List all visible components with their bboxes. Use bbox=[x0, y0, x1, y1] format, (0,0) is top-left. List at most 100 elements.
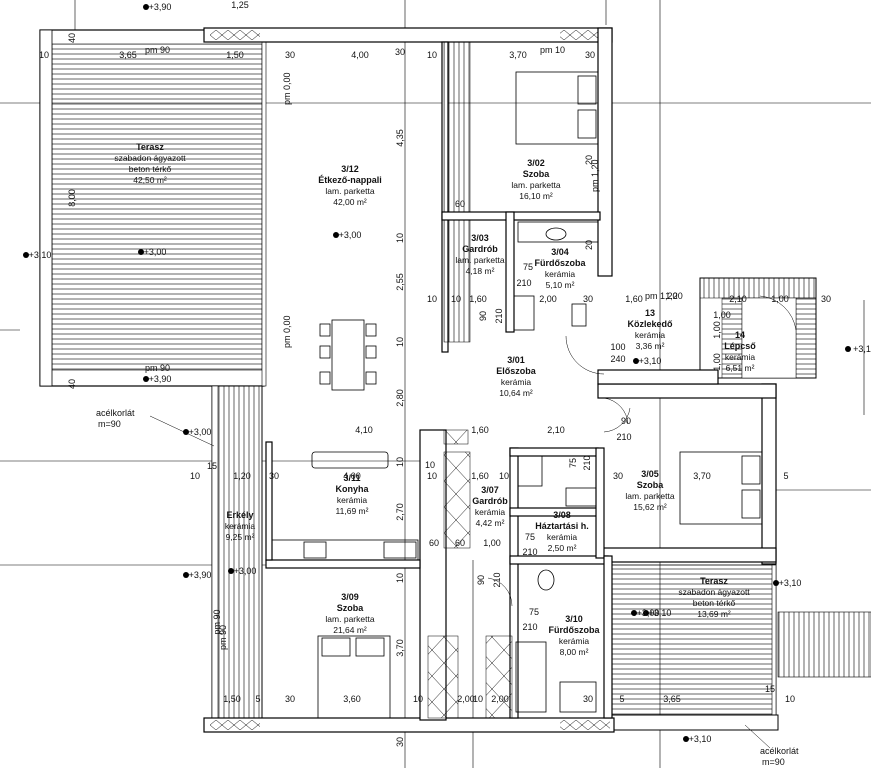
dimension-row_gardrob: 1,60 bbox=[469, 294, 487, 304]
room-szoba-302-line: lam. parketta bbox=[511, 180, 560, 190]
room-terasz-left-number: Terasz bbox=[136, 142, 164, 152]
level-marker-dot bbox=[143, 376, 149, 382]
dimension-doors: 75 bbox=[525, 532, 535, 542]
level-marker-dot bbox=[138, 249, 144, 255]
dimension-top: 30 bbox=[395, 47, 405, 57]
dimension-doors: 210 bbox=[582, 455, 592, 470]
dimension-row_kitchen: 3,70 bbox=[693, 471, 711, 481]
dimension-top: 3,70 bbox=[509, 50, 527, 60]
dimension-doors: 100 bbox=[610, 342, 625, 352]
room-erkely-line: kerámia bbox=[225, 521, 256, 531]
dimension-top: 4,00 bbox=[351, 50, 369, 60]
dimension-row_kitchen: 10 bbox=[499, 471, 509, 481]
level-marker-dot bbox=[633, 358, 639, 364]
level-marker-label: +3,00 bbox=[234, 566, 257, 576]
dimension-mid_vertical: 10 bbox=[395, 573, 405, 583]
dimension-row_gardrob: 2,10 bbox=[729, 294, 747, 304]
room-eloszoba-line: kerámia bbox=[501, 377, 532, 387]
room-szoba-309-line: 21,64 m² bbox=[333, 625, 367, 635]
railing-notes: acélkorlát m=90 acélkorlát m=90 bbox=[96, 408, 799, 767]
dimension-mid_vertical: 10 bbox=[395, 233, 405, 243]
dimension-mid_vertical: 3,70 bbox=[395, 639, 405, 657]
room-kozlekedo-line: Közlekedő bbox=[627, 319, 673, 329]
room-gardrob-303-line: 4,18 m² bbox=[466, 266, 495, 276]
left-terrace bbox=[39, 29, 267, 387]
room-gardrob-307-number: 3/07 bbox=[481, 485, 499, 495]
room-kozlekedo-number: 13 bbox=[645, 308, 655, 318]
parapet-5: pm 0,00 bbox=[282, 315, 292, 348]
dimension-row_bottom: 10 bbox=[785, 694, 795, 704]
dimension-mid_vertical: 2,55 bbox=[395, 273, 405, 291]
room-furdo-310-line: Fürdőszoba bbox=[549, 625, 601, 635]
room-lepcso-line: Lépcső bbox=[724, 341, 756, 351]
parapet-4: pm 0,00 bbox=[282, 72, 292, 105]
room-eloszoba-line: Előszoba bbox=[496, 366, 537, 376]
dimension-left: 8,00 bbox=[67, 189, 77, 207]
dimension-doors: 60 bbox=[455, 538, 465, 548]
dimension-row_bottom: 5 bbox=[619, 694, 624, 704]
level-marker-label: +3,1 bbox=[853, 344, 871, 354]
dimension-doors: 210 bbox=[522, 622, 537, 632]
level-marker-dot bbox=[183, 572, 189, 578]
railing-label-right: acélkorlát bbox=[760, 746, 799, 756]
room-furdo-304-line: Fürdőszoba bbox=[535, 258, 587, 268]
dimension-row_hall: 4,10 bbox=[355, 425, 373, 435]
dimension-top: 30 bbox=[285, 50, 295, 60]
dimension-row_hall: 2,10 bbox=[547, 425, 565, 435]
room-gardrob-303-line: Gardrób bbox=[462, 244, 498, 254]
room-terasz-right-number: Terasz bbox=[700, 576, 728, 586]
dimension-row_bottom: 5 bbox=[255, 694, 260, 704]
furniture bbox=[271, 71, 763, 719]
staircase bbox=[699, 277, 817, 379]
right-terrace bbox=[611, 564, 871, 731]
dimension-doors: 90 bbox=[476, 575, 486, 585]
dimension-doors: 75 bbox=[529, 607, 539, 617]
dimension-row_kitchen: 10 bbox=[190, 471, 200, 481]
room-erkely-number: Erkély bbox=[226, 510, 253, 520]
room-furdo-310-number: 3/10 bbox=[565, 614, 583, 624]
level-marker-label: +3,00 bbox=[144, 247, 167, 257]
dimension-misc: 1,00 bbox=[712, 321, 722, 339]
room-szoba-309-line: Szoba bbox=[337, 603, 364, 613]
parapet-6: pm 1,20 bbox=[645, 291, 678, 301]
room-haztartasi-number: 3/08 bbox=[553, 510, 571, 520]
level-marker-label: +3,90 bbox=[149, 2, 172, 12]
level-marker-dot bbox=[228, 568, 234, 574]
dimension-row_gardrob: 30 bbox=[583, 294, 593, 304]
dimension-top: 3,65 bbox=[119, 50, 137, 60]
dimension-top: 10 bbox=[427, 50, 437, 60]
dimension-top: 1,50 bbox=[226, 50, 244, 60]
dimension-row_kitchen: 30 bbox=[269, 471, 279, 481]
level-marker-dot bbox=[845, 346, 851, 352]
room-szoba-305-line: 15,62 m² bbox=[633, 502, 667, 512]
level-marker-label: +3,00 bbox=[637, 608, 660, 618]
dimension-left: 40 bbox=[67, 379, 77, 389]
dimension-row_gardrob: 2,00 bbox=[539, 294, 557, 304]
level-marker-label: +3,00 bbox=[339, 230, 362, 240]
room-gardrob-307-line: Gardrób bbox=[472, 496, 508, 506]
room-gardrob-307-line: kerámia bbox=[475, 507, 506, 517]
dimension-row_gardrob: 1,60 bbox=[625, 294, 643, 304]
room-konyha-line: 11,69 m² bbox=[336, 506, 369, 516]
railing-height-left: m=90 bbox=[98, 419, 121, 429]
level-marker-label: +3,90 bbox=[149, 374, 172, 384]
dimension-left: 40 bbox=[67, 33, 77, 43]
level-marker-label: +3,10 bbox=[639, 356, 662, 366]
room-terasz-left-line: beton térkő bbox=[129, 164, 172, 174]
dimension-row_bottom: 10 bbox=[413, 694, 423, 704]
room-terasz-right-line: szabadon ágyazott bbox=[678, 587, 750, 597]
parapet-8: pm 90 bbox=[218, 625, 228, 650]
dimension-mid_vertical: 10 bbox=[395, 337, 405, 347]
railing-height-right: m=90 bbox=[762, 757, 785, 767]
dimension-mid_vertical: 4,35 bbox=[395, 129, 405, 147]
room-haztartasi-line: 2,50 m² bbox=[548, 543, 577, 553]
dimension-row_bottom: 3,65 bbox=[663, 694, 681, 704]
room-lepcso-line: kerámia bbox=[725, 352, 756, 362]
room-gardrob-303-number: 3/03 bbox=[471, 233, 489, 243]
room-furdo-310-line: kerámia bbox=[559, 636, 590, 646]
dimension-row_kitchen: 1,20 bbox=[233, 471, 251, 481]
parapet-1: pm 90 bbox=[145, 45, 170, 55]
dimension-misc: pm 90 bbox=[212, 609, 222, 634]
